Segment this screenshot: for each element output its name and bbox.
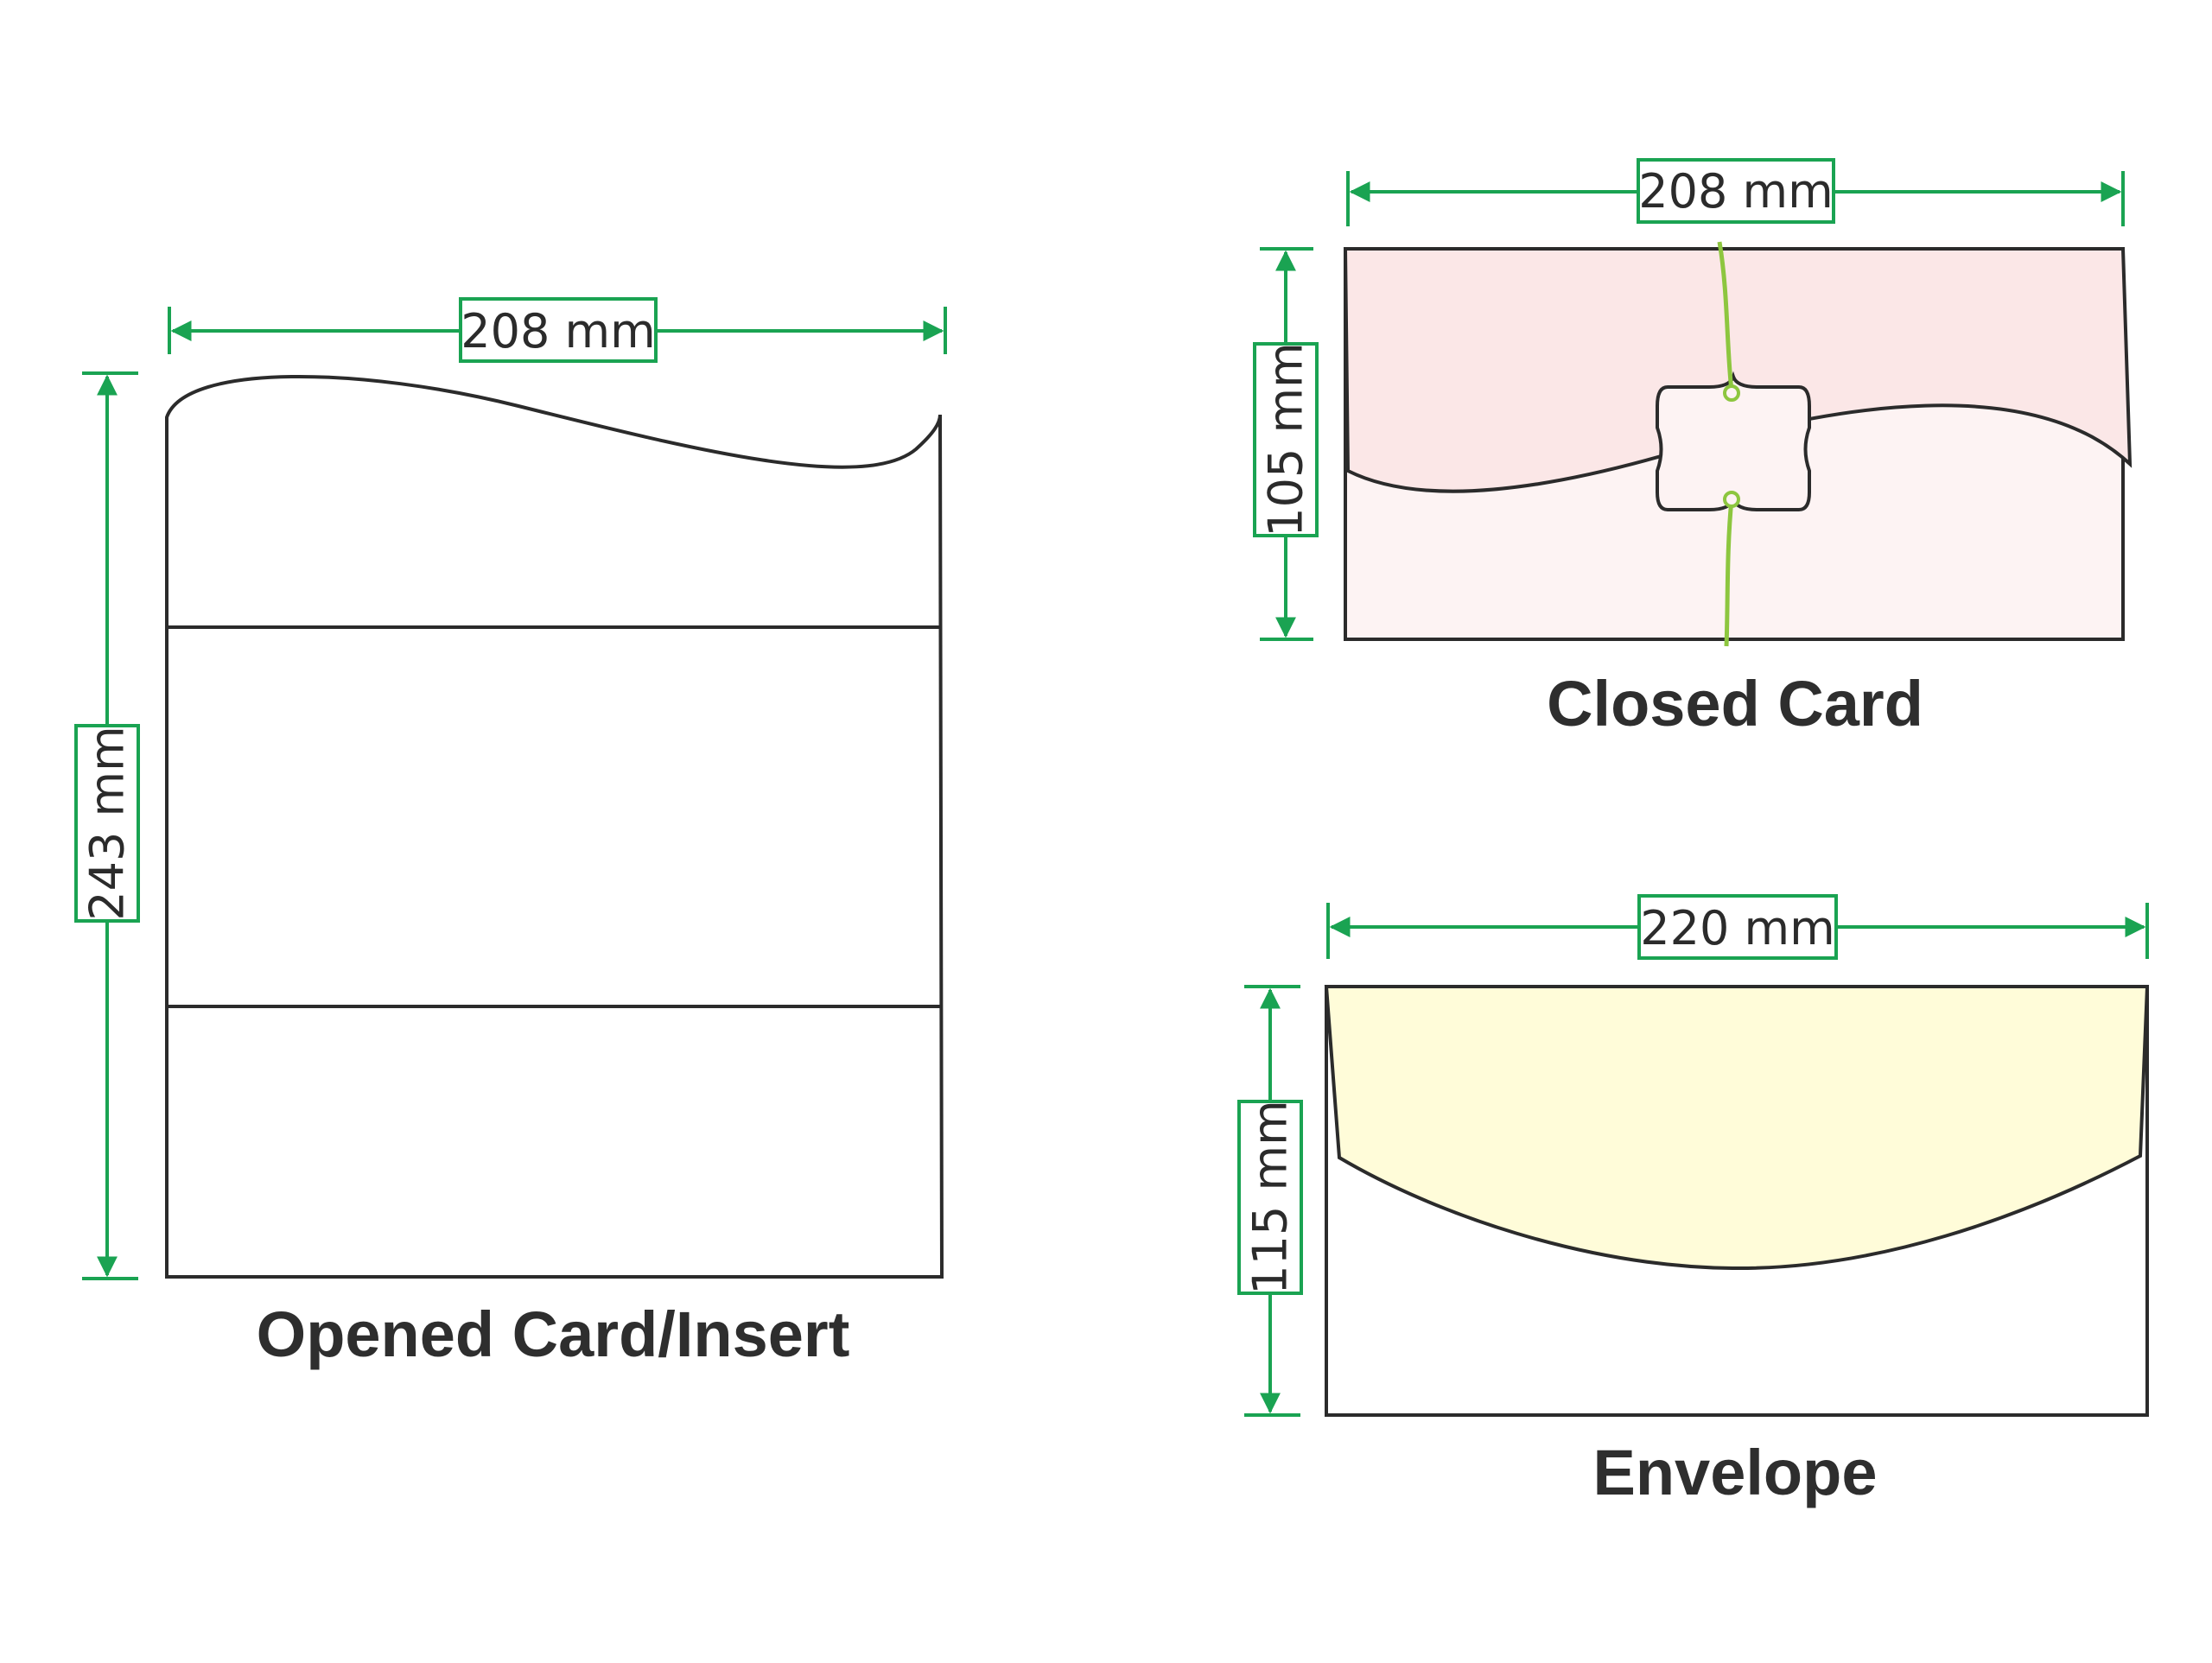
envelope-height-dimension: 115 mm (1237, 985, 1303, 1417)
envelope-flap (1324, 985, 2150, 1271)
closed-card-width-label: 208 mm (1638, 164, 1833, 219)
opened-card-width-dimension: 208 mm (168, 297, 947, 363)
envelope-width-label-box (1637, 894, 1838, 960)
opened-card-width-label: 208 mm (461, 304, 655, 359)
closed-card-string-lower (1724, 498, 1734, 647)
closed-card-height-dimension: 105 mm (1253, 247, 1319, 641)
envelope-width-dimension: 220 mm (1326, 894, 2149, 960)
envelope-width-label: 220 mm (1640, 901, 1834, 955)
envelope-height-label: 115 mm (1243, 1100, 1298, 1294)
closed-card-height-label: 105 mm (1259, 342, 1313, 536)
closed-card-string-upper (1717, 241, 1734, 391)
closed-card-tag-cutout (1656, 371, 1811, 511)
closed-card-width-label-box (1637, 158, 1835, 224)
opened-card-height-label: 243 mm (80, 726, 135, 920)
closed-card-group: 208 mm 105 mm Closed Card (1253, 158, 2133, 739)
envelope-group: 220 mm 115 mm Envelope (1237, 894, 2150, 1508)
opened-card-height-label-box (74, 724, 140, 923)
opened-card-height-dimension: 243 mm (74, 371, 140, 1280)
envelope-height-label-box (1237, 1100, 1303, 1295)
closed-card-height-label-box (1253, 342, 1319, 537)
envelope-caption: Envelope (1593, 1437, 1878, 1508)
closed-card-eyelet-bottom (1723, 491, 1740, 508)
opened-card-outline (165, 375, 944, 1279)
opened-card-caption: Opened Card/Insert (257, 1298, 850, 1370)
opened-card-width-label-box (459, 297, 658, 363)
opened-card-group: 208 mm 243 mm Opened Card/Insert (74, 297, 947, 1370)
closed-card-width-dimension: 208 mm (1346, 158, 2125, 226)
closed-card-caption: Closed Card (1547, 668, 1923, 739)
closed-card-eyelet-top (1723, 384, 1740, 402)
